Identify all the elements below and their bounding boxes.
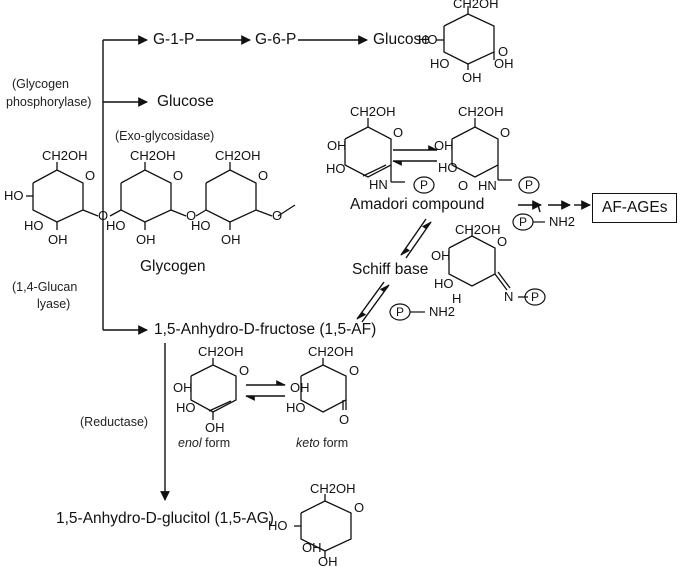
- atom-label: OH: [290, 380, 310, 395]
- atom-label: NH2: [429, 304, 455, 319]
- enol-em: enol: [178, 436, 202, 450]
- atom-label: HO: [430, 56, 450, 71]
- atom-label: HO: [24, 218, 44, 233]
- atom-label: O: [186, 208, 196, 223]
- atom-label: CH2OH: [198, 344, 244, 359]
- atom-label: CH2OH: [458, 104, 504, 119]
- atom-label: O: [258, 168, 268, 183]
- atom-label: OH: [173, 380, 193, 395]
- p-label: P: [519, 215, 527, 229]
- enzyme-reductase: (Reductase): [80, 415, 149, 429]
- atom-label: HO: [434, 276, 454, 291]
- p-label: P: [396, 305, 404, 319]
- af-ages-box: AF-AGEs: [592, 193, 678, 223]
- atom-label: OH: [434, 138, 454, 153]
- atom-label: CH2OH: [310, 481, 356, 496]
- atom-label: HO: [4, 188, 24, 203]
- atom-label: O: [339, 412, 349, 427]
- g1p-label: G-1-P: [153, 31, 195, 48]
- atom-label: HO: [191, 218, 211, 233]
- enzyme-lyase-line1: (1,4-Glucan: [12, 280, 78, 294]
- schiff-base-label: Schiff base: [352, 261, 429, 278]
- phosphate-5: [524, 288, 546, 306]
- atom-label: OH: [462, 70, 482, 85]
- keto-em: keto: [296, 436, 320, 450]
- atom-label: CH2OH: [215, 148, 261, 163]
- atom-label: OH: [431, 248, 451, 263]
- atom-label: CH2OH: [308, 344, 354, 359]
- ag-structure: [294, 494, 352, 558]
- atom-label: CH2OH: [453, 0, 499, 11]
- p-label: P: [525, 178, 533, 192]
- atom-label: O: [500, 125, 510, 140]
- atom-label: H: [452, 291, 461, 306]
- enol-form-label: enol form: [178, 437, 230, 450]
- atom-label: HO: [268, 518, 288, 533]
- glycogen-structure: [26, 162, 296, 230]
- p-label: P: [531, 290, 539, 304]
- p-label: P: [420, 178, 428, 192]
- atom-label: HN: [369, 177, 388, 192]
- atom-label: O: [393, 125, 403, 140]
- atom-label: O: [354, 500, 364, 515]
- atom-label: HO: [176, 400, 196, 415]
- atom-label: OH: [318, 554, 338, 567]
- atom-label: O: [498, 44, 508, 59]
- af-label: 1,5-Anhydro-D-fructose (1,5-AF): [154, 321, 377, 338]
- atom-label: OH: [136, 232, 156, 247]
- atom-label: HO: [326, 161, 346, 176]
- atom-label: OH: [302, 540, 322, 555]
- keto-form-structure: [300, 358, 347, 413]
- atom-label: HO: [106, 218, 126, 233]
- atom-label: NH2: [549, 214, 575, 229]
- glucose-structure-top: [436, 6, 495, 70]
- atom-label: CH2OH: [130, 148, 176, 163]
- enzyme-exo-glycosidase: (Exo-glycosidase): [115, 129, 215, 143]
- ag-label: 1,5-Anhydro-D-glucitol (1,5-AG): [56, 510, 274, 527]
- keto-form-label: keto form: [296, 437, 348, 450]
- glycogen-label: Glycogen: [140, 258, 206, 275]
- schiff-base-structure: [448, 228, 528, 298]
- atom-label: OH: [327, 138, 347, 153]
- atom-label: OH: [494, 56, 514, 71]
- atom-label: O: [497, 234, 507, 249]
- atom-label: CH2OH: [42, 148, 88, 163]
- amadori-keto-structure: [451, 118, 512, 181]
- amadori-enol-structure: [344, 118, 405, 183]
- atom-label: N: [504, 289, 513, 304]
- keto-rest: form: [319, 436, 349, 450]
- atom-label: HO: [418, 32, 438, 47]
- enol-form-structure: [190, 358, 237, 420]
- g6p-label: G-6-P: [255, 31, 297, 48]
- atom-label: HN: [478, 178, 497, 193]
- enol-rest: form: [201, 436, 231, 450]
- atom-label: CH2OH: [350, 104, 396, 119]
- atom-label: CH2OH: [455, 222, 501, 237]
- atom-label: OH: [48, 232, 68, 247]
- atom-label: O: [98, 208, 108, 223]
- atom-label: O: [458, 178, 468, 193]
- enzyme-phosphorylase-line2: phosphorylase): [6, 95, 92, 109]
- amadori-compound-label: Amadori compound: [350, 196, 485, 213]
- atom-label: OH: [205, 420, 225, 435]
- atom-label: O: [272, 208, 282, 223]
- glucose-top-label: Glucose: [373, 31, 430, 48]
- phosphate-1: [413, 176, 435, 194]
- atom-label: O: [239, 363, 249, 378]
- atom-label: HO: [286, 400, 306, 415]
- phosphate-2: [518, 176, 540, 194]
- atom-label: HO: [438, 160, 458, 175]
- atom-label: O: [173, 168, 183, 183]
- atom-label: OH: [221, 232, 241, 247]
- glucose-mid-label: Glucose: [157, 93, 214, 110]
- atom-label: O: [349, 363, 359, 378]
- atom-label: O: [85, 168, 95, 183]
- enzyme-lyase-line2: lyase): [37, 297, 71, 311]
- enzyme-phosphorylase-line1: (Glycogen: [12, 77, 69, 91]
